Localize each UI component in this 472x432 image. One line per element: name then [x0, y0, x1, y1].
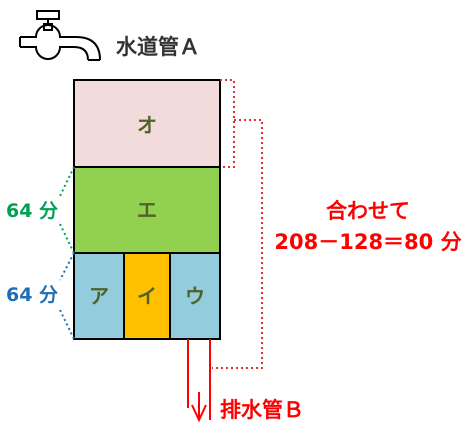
region-a: [73, 252, 125, 340]
total-line-2: 208－128＝80 分: [274, 230, 461, 254]
faucet-label: 水道管Ａ: [116, 35, 200, 59]
region-o: [73, 79, 221, 168]
region-o-label: オ: [137, 113, 157, 137]
region-i: [123, 252, 171, 340]
region-i-label: イ: [137, 284, 157, 308]
lower-volume-label: 64 分: [6, 284, 58, 306]
upper-volume-label: 64 分: [6, 200, 58, 222]
region-u-label: ウ: [185, 284, 205, 308]
upper-volume-bracket: [59, 166, 75, 254]
lower-volume-bracket: [59, 252, 75, 340]
region-u: [169, 252, 221, 340]
total-line-1: 合わせて: [326, 199, 410, 223]
region-e: [73, 166, 221, 254]
drain-pipe: [187, 339, 211, 423]
drain-label: 排水管Ｂ: [220, 398, 304, 422]
faucet-icon: [19, 10, 101, 61]
total-bracket: [212, 79, 263, 369]
region-a-label: ア: [89, 284, 109, 308]
region-e-label: エ: [137, 198, 157, 222]
